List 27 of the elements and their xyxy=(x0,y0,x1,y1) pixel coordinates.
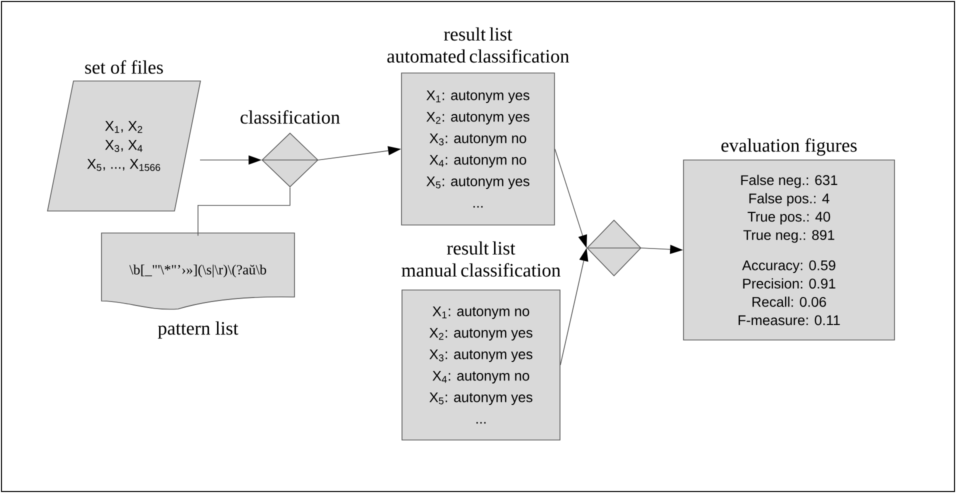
node-label: F-measure: 0.11 xyxy=(738,315,840,326)
box-heading: set of files xyxy=(85,60,163,74)
box-heading: result list automated classification xyxy=(387,27,570,63)
node-label: Recall: 0.06 xyxy=(752,296,826,307)
parallelogram-box: X$_{1}$, X$_{2}$ X$_{3}$, X$_{4}$ X$_{5}$, ..., X$_{1566}$ xyxy=(47,80,201,212)
node-label: Accuracy: 0.59 xyxy=(742,260,836,274)
node-label: X$_{4}$: autonym no xyxy=(432,370,530,384)
node-label: X$_{2}$: autonym yes xyxy=(429,328,532,340)
node-label: ... xyxy=(476,422,486,424)
node-label: X$_{3}$: autonym yes xyxy=(429,349,532,362)
decision-diamond xyxy=(586,220,642,276)
node-label: False pos.: 4 xyxy=(749,193,830,206)
box-heading: classification xyxy=(240,110,340,124)
node-label: X$_{5}$: autonym yes xyxy=(429,392,532,405)
node-label: X$_{1}$: autonym no xyxy=(432,306,530,319)
connector-line xyxy=(198,187,290,236)
box-heading: evaluation figures xyxy=(721,138,857,156)
node-label: Precision: 0.91 xyxy=(743,278,836,289)
box-heading: result list manual classification xyxy=(402,241,560,277)
box-heading: pattern list xyxy=(158,321,238,339)
list-box: X$_{1}$: autonym yes X$_{2}$: autonym yes X$_{3}$: autonym no X$_{4}$: autonym no X$_{5}$: autonym yes ... xyxy=(401,72,555,226)
document-box: \b[_"'\*"’›»](\s|\r)\(?aŭ\b xyxy=(101,232,295,310)
list-box: X$_{1}$: autonym no X$_{2}$: autonym yes X$_{3}$: autonym yes X$_{4}$: autonym no X$_{5}$: autonym yes ... xyxy=(402,290,560,440)
list-box: False neg.: 631 False pos.: 4 True pos.: 40 True neg.: 891 Accuracy: 0.59 Precision: 0.91 Recall: 0.06 F-measure: 0.11 xyxy=(683,160,895,340)
node-label: True pos.: 40 xyxy=(748,212,830,224)
node-label: True neg.: 891 xyxy=(743,230,834,243)
node-label: False neg.: 631 xyxy=(741,174,838,188)
